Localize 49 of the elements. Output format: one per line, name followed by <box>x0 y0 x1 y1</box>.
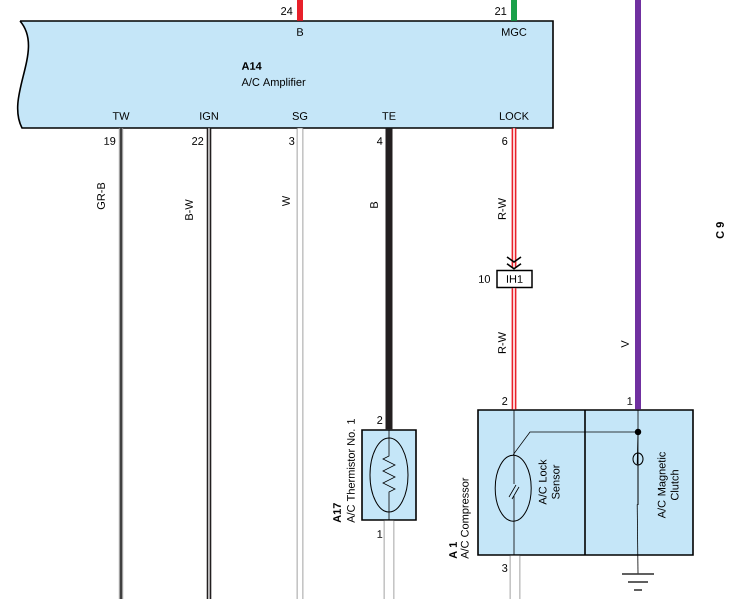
wire <box>512 432 638 464</box>
edge-label: B <box>369 200 379 210</box>
pin-number: 22 <box>192 137 204 145</box>
wire <box>636 504 638 574</box>
pin-number: 3 <box>502 564 508 572</box>
wire <box>296 128 304 599</box>
wire <box>386 128 392 430</box>
wire-with-connector-arrow <box>506 128 522 270</box>
component-code: C 9 <box>716 222 724 238</box>
pin-name: MGC <box>502 28 526 36</box>
pin-name: B <box>297 28 304 36</box>
edge-label: V <box>620 339 630 349</box>
pin-number: 19 <box>104 137 116 145</box>
pin-number: 6 <box>502 137 508 145</box>
component-name: A/C Thermistor No. 1 <box>346 419 355 523</box>
edge-label: B-W <box>184 198 194 222</box>
edge-label: R-W <box>497 331 507 355</box>
pin-number: 4 <box>376 137 382 145</box>
component-code: A 1 <box>449 542 457 559</box>
component-code: A17 <box>333 503 341 523</box>
edge-label: GR-B <box>96 181 106 211</box>
connector-box: IH1 <box>496 270 533 288</box>
edge-label: R-W <box>497 197 507 221</box>
wire <box>297 0 303 21</box>
pin-number: 1 <box>628 397 632 405</box>
wire <box>511 0 517 21</box>
component-name: A/C Compressor <box>460 478 471 559</box>
pin-number: 1 <box>378 530 382 538</box>
pin-number: 3 <box>289 137 294 145</box>
wire <box>118 128 124 599</box>
pin-name: LOCK <box>500 112 529 120</box>
wire <box>206 128 212 599</box>
pin-name: TE <box>382 112 396 120</box>
wire <box>512 288 516 410</box>
pin-name: TW <box>112 112 130 120</box>
edge-label: W <box>281 194 291 208</box>
pin-number: 21 <box>495 7 506 15</box>
pin-name: IGN <box>200 112 218 120</box>
pin-number: 2 <box>502 397 508 405</box>
component-name: A/C Magnetic Clutch <box>657 452 679 518</box>
pin-number: 10 <box>479 275 490 283</box>
pin-name: SG <box>292 112 308 120</box>
wire <box>384 520 394 599</box>
component-name: A/C Lock Sensor <box>538 459 560 505</box>
ground-symbol <box>621 573 655 591</box>
wire <box>635 0 641 410</box>
wire <box>510 556 520 599</box>
pin-number: 2 <box>377 416 382 424</box>
pin-number: 24 <box>281 7 292 15</box>
